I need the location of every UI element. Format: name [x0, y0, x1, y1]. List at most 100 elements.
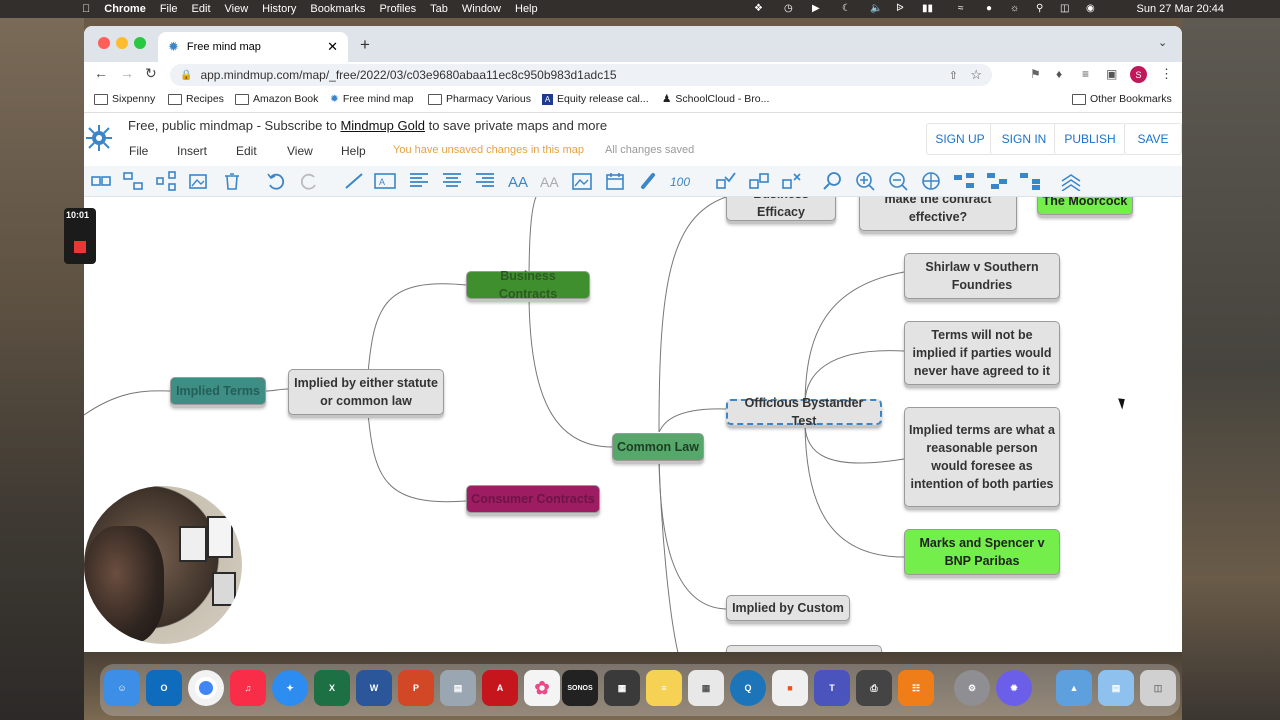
documents-folder-icon[interactable]: ▤ — [1098, 670, 1134, 706]
node-business-efficacy[interactable]: Business Efficacy — [726, 197, 836, 221]
node-statute-or-common-law[interactable]: Implied by either statute or common law — [288, 369, 444, 415]
app-menu-help[interactable]: Help — [341, 144, 366, 158]
battery-icon[interactable]: ▮▮ — [922, 3, 934, 14]
back-arrow-icon[interactable]: ← — [94, 65, 108, 81]
apple-icon[interactable]:  — [82, 3, 90, 15]
microsoft-store-icon[interactable]: ■ — [772, 670, 808, 706]
user-icon[interactable]: ● — [986, 3, 993, 14]
app-menu-edit[interactable]: Edit — [236, 144, 257, 158]
bookmark-free-mind-map[interactable]: ✹Free mind map — [330, 93, 413, 105]
teams-icon[interactable]: T — [814, 670, 850, 706]
node-reasonable-person[interactable]: Implied terms are what a reasonable pers… — [904, 407, 1060, 507]
node-common-law[interactable]: Common Law — [612, 433, 704, 461]
menubar-app-name[interactable]: Chrome — [96, 3, 146, 15]
node-contract-effective[interactable]: make the contract effective? — [859, 197, 1017, 231]
side-panel-icon[interactable]: ▣ — [1106, 67, 1118, 81]
mindmup-gold-link[interactable]: Mindmup Gold — [340, 118, 425, 133]
time-machine-icon[interactable]: ◷ — [784, 3, 793, 14]
task-status-alt-icon[interactable] — [748, 171, 770, 191]
share-icon[interactable]: ⇧ — [948, 69, 958, 82]
bookmark-schoolcloud[interactable]: ♟SchoolCloud - Bro... — [662, 93, 769, 105]
app-menu-view[interactable]: View — [287, 144, 313, 158]
menubar-file[interactable]: File — [151, 3, 178, 15]
profile-avatar[interactable]: S — [1130, 66, 1147, 83]
launchpad-icon[interactable]: ▦ — [688, 670, 724, 706]
stop-recording-icon[interactable] — [74, 241, 86, 253]
node-the-moorcock[interactable]: The Moorcock — [1037, 197, 1133, 215]
tab-free-mind-map[interactable]: ✹ Free mind map ✕ — [158, 32, 348, 62]
zoom-out-icon[interactable] — [888, 171, 910, 191]
applications-folder-icon[interactable]: ▲ — [1056, 670, 1092, 706]
node-consumer-contracts[interactable]: Consumer Contracts — [466, 485, 600, 513]
bookmark-other[interactable]: Other Bookmarks — [1072, 93, 1172, 105]
save-button[interactable]: SAVE — [1124, 123, 1182, 155]
node-partial-bottom[interactable] — [726, 645, 882, 652]
excel-icon[interactable]: X — [314, 670, 350, 706]
mindmup-logo-icon[interactable] — [84, 123, 114, 153]
close-tab-icon[interactable]: ✕ — [327, 39, 338, 54]
zoom-window-button[interactable] — [134, 37, 146, 49]
mindmap-canvas[interactable]: Business Efficacy make the contract effe… — [84, 197, 1182, 652]
close-window-button[interactable] — [98, 37, 110, 49]
control-center-icon[interactable]: ◫ — [1060, 3, 1070, 14]
preview-icon[interactable]: ▤ — [440, 670, 476, 706]
word-icon[interactable]: W — [356, 670, 392, 706]
photos-icon[interactable]: ✿ — [524, 670, 560, 706]
collapse-nodes-icon[interactable] — [986, 171, 1008, 191]
siri-icon[interactable]: ◉ — [1086, 3, 1095, 14]
calendar-icon[interactable] — [604, 171, 626, 191]
task-status-icon[interactable] — [715, 171, 737, 191]
wifi-icon[interactable]: ≈ — [958, 3, 964, 14]
delete-icon[interactable] — [221, 171, 243, 191]
minimize-window-button[interactable] — [116, 37, 128, 49]
extension-icon[interactable]: ⚑ — [1030, 67, 1041, 81]
center-map-icon[interactable] — [920, 171, 942, 191]
progress-100-icon[interactable]: 100 — [670, 171, 692, 191]
bookmark-amazon-book[interactable]: Amazon Book — [235, 93, 318, 105]
powerpoint-icon[interactable]: P — [398, 670, 434, 706]
sign-up-button[interactable]: SIGN UP — [926, 123, 994, 155]
tab-search-icon[interactable]: ⌄ — [1158, 37, 1168, 49]
node-officious-bystander[interactable]: Officious Bystander Test — [726, 396, 882, 428]
volume-icon[interactable]: 🔈 — [870, 3, 883, 14]
connect-icon[interactable] — [343, 171, 365, 191]
menubar-window[interactable]: Window — [453, 3, 501, 15]
music-icon[interactable]: ♫ — [230, 670, 266, 706]
play-icon[interactable]: ▶ — [812, 3, 820, 14]
outlook-icon[interactable]: O — [146, 670, 182, 706]
safari-icon[interactable]: ✦ — [272, 670, 308, 706]
url-bar[interactable]: 🔒 app.mindmup.com/map/_free/2022/03/c03e… — [170, 64, 992, 86]
expand-nodes-icon[interactable] — [953, 171, 975, 191]
reload-icon[interactable]: ↻ — [145, 65, 157, 81]
app-menu-insert[interactable]: Insert — [177, 144, 208, 158]
menubar-edit[interactable]: Edit — [183, 3, 211, 15]
calculator-icon[interactable]: ▦ — [604, 670, 640, 706]
bookmark-star-icon[interactable]: ☆ — [970, 67, 982, 82]
insert-image-icon[interactable] — [571, 171, 593, 191]
moon-icon[interactable]: ☾ — [842, 3, 851, 14]
menubar-bookmarks[interactable]: Bookmarks — [302, 3, 365, 15]
decrease-font-icon[interactable]: AA — [539, 171, 561, 191]
menubar-tab[interactable]: Tab — [421, 3, 448, 15]
add-sibling-node-icon[interactable] — [122, 171, 144, 191]
sun-icon[interactable]: ☼ — [1010, 3, 1020, 14]
increase-font-icon[interactable]: AA — [507, 171, 529, 191]
link-icon[interactable] — [637, 171, 659, 191]
undo-icon[interactable] — [265, 171, 287, 191]
puzzle-extensions-icon[interactable]: ♦ — [1056, 67, 1063, 81]
align-right-icon[interactable] — [474, 171, 496, 191]
siri-dock-icon[interactable]: ✹ — [996, 670, 1032, 706]
sonos-icon[interactable]: SONOS — [562, 670, 598, 706]
app-menu-file[interactable]: File — [129, 144, 149, 158]
reorder-nodes-icon[interactable] — [1019, 171, 1041, 191]
forward-arrow-icon[interactable]: → — [120, 65, 134, 81]
add-image-icon[interactable] — [188, 171, 210, 191]
menubar-view[interactable]: View — [216, 3, 249, 15]
publish-button[interactable]: PUBLISH — [1054, 123, 1126, 155]
sign-in-button[interactable]: SIGN IN — [990, 123, 1058, 155]
node-implied-terms[interactable]: Implied Terms — [170, 377, 266, 405]
bookmark-sixpenny[interactable]: Sixpenny — [94, 93, 155, 105]
redo-icon[interactable] — [298, 171, 320, 191]
unsaved-changes-status[interactable]: You have unsaved changes in this map — [393, 144, 585, 156]
